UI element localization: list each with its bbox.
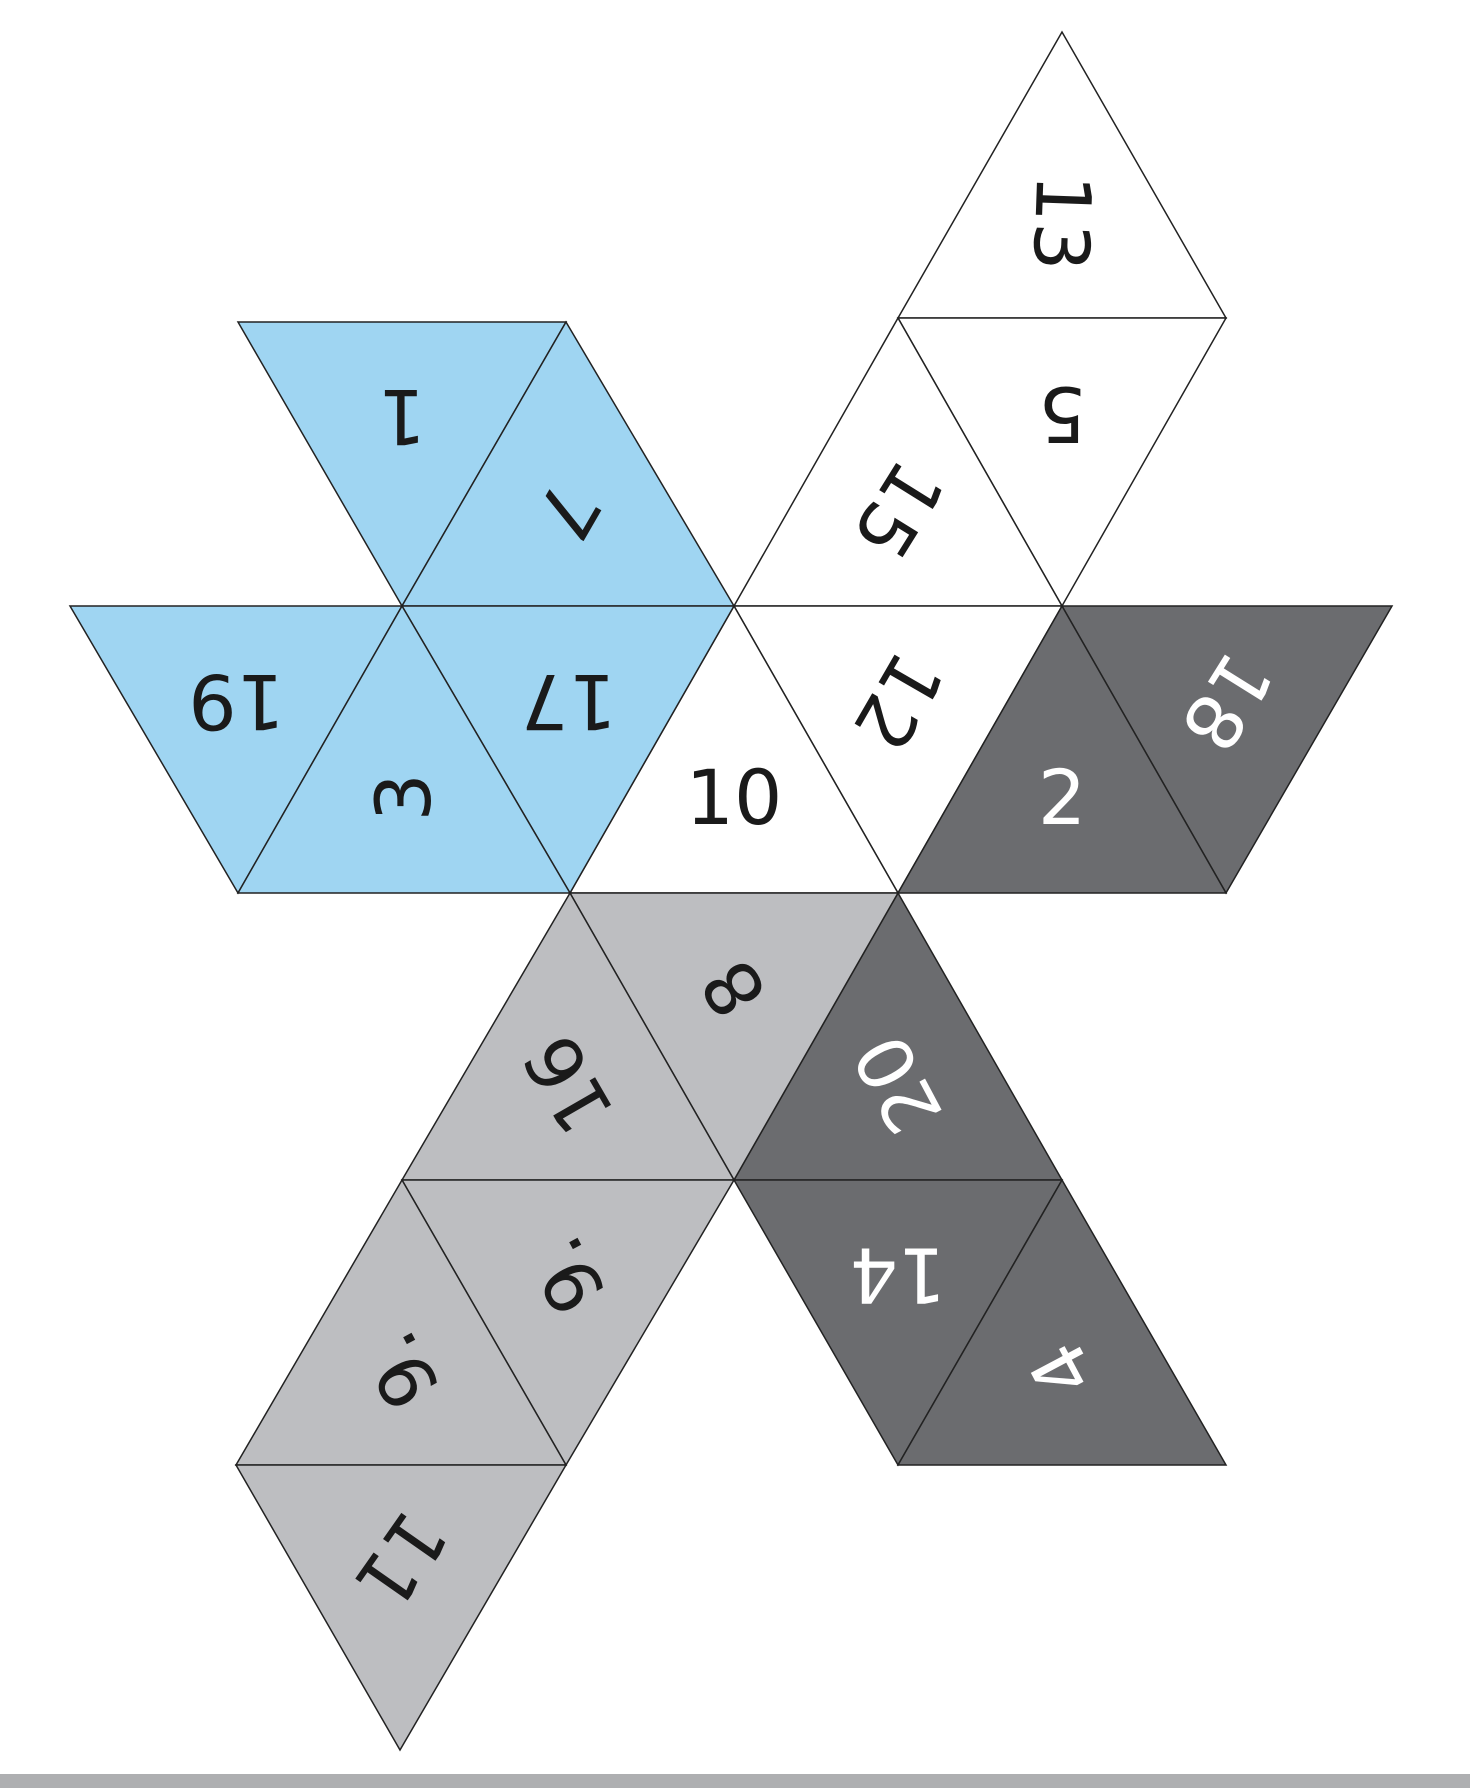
face-12: 2 — [896, 604, 1228, 894]
face-16: 8 — [568, 892, 900, 1182]
face-19: 9. — [234, 1178, 568, 1466]
face-triangle — [896, 604, 1228, 894]
face-2: 5 — [896, 317, 1228, 608]
face-20: 11 — [234, 1464, 568, 1752]
face-13: 20 — [732, 891, 1064, 1181]
face-number: 2 — [1038, 753, 1086, 842]
face-17: 16 — [400, 891, 736, 1181]
face-triangle — [236, 604, 572, 894]
face-number: 1 — [378, 372, 426, 461]
face-14: 14 — [732, 1179, 1064, 1467]
face-number: 3 — [359, 773, 448, 821]
face-1: 13 — [896, 30, 1228, 319]
bottom-bar — [0, 1774, 1470, 1788]
face-number: 13 — [1016, 173, 1108, 273]
face-triangle — [234, 1464, 568, 1752]
face-10: 3 — [236, 604, 572, 894]
face-18: 9. — [400, 1179, 736, 1467]
face-7: 7 — [400, 320, 736, 607]
face-number: 10 — [686, 753, 783, 842]
face-6: 1 — [236, 321, 568, 608]
face-15: 4 — [896, 1178, 1228, 1466]
face-number: 5 — [1038, 370, 1086, 459]
face-5: 10 — [568, 604, 900, 894]
face-11: 18 — [1060, 605, 1394, 895]
face-number: 19 — [188, 657, 285, 746]
face-number: 14 — [850, 1231, 947, 1320]
face-3: 15 — [732, 316, 1064, 607]
face-number: 17 — [520, 657, 617, 746]
face-triangle — [896, 1178, 1228, 1466]
